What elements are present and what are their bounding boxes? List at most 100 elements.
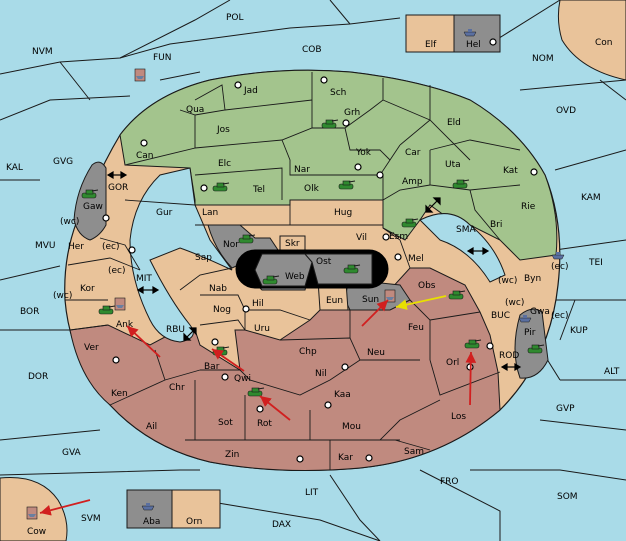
army-icon [464, 339, 482, 349]
army-icon [212, 182, 230, 192]
label-eld: Eld [447, 118, 461, 128]
label-coast-ec2: (ec) [108, 266, 126, 276]
label-amp: Amp [402, 177, 423, 187]
army-icon [238, 234, 256, 244]
label-uru: Uru [254, 324, 270, 334]
fleets [26, 29, 565, 520]
region-con[interactable] [557, 0, 626, 81]
army-icon [338, 180, 356, 190]
label-nil: Nil [315, 369, 327, 379]
inner-sea [129, 167, 233, 343]
label-lit: LIT [305, 488, 319, 498]
label-vil: Vil [356, 233, 367, 243]
army-icon [343, 264, 361, 274]
label-esm: Esm [389, 232, 408, 242]
label-sma: SMA [456, 225, 476, 235]
label-nom: NOM [532, 54, 554, 64]
label-feu: Feu [408, 323, 424, 333]
label-kor: Kor [80, 284, 95, 294]
label-can: Can [136, 151, 154, 161]
army-icon [81, 189, 99, 199]
coast-labels: (wc) (ec) (ec) (wc) (wc) (ec) (ec) (wc) [53, 217, 569, 321]
label-kal: KAL [6, 163, 23, 173]
label-aba: Aba [143, 517, 160, 527]
label-nor: Nor [223, 240, 239, 250]
supply-centers [102, 38, 538, 463]
label-los: Los [451, 412, 466, 422]
label-ver: Ver [84, 343, 99, 353]
label-gvp: GVP [556, 404, 575, 414]
label-gor: GOR [108, 183, 128, 193]
army-icon [448, 290, 466, 300]
label-gaw: Gaw [83, 202, 103, 212]
region-gaw[interactable] [73, 161, 107, 241]
label-coast-wc2: (wc) [53, 291, 72, 301]
region-nor[interactable] [207, 224, 279, 269]
army-icon [452, 179, 470, 189]
fleet-icon [384, 289, 396, 303]
label-dax: DAX [272, 520, 291, 530]
label-gva: GVA [62, 448, 82, 458]
label-pol: POL [226, 13, 244, 23]
label-obs: Obs [418, 281, 436, 291]
label-sch: Sch [330, 88, 346, 98]
label-coast-ec3: (ec) [551, 262, 569, 272]
label-eun: Eun [326, 296, 343, 306]
label-rot: Rot [257, 419, 272, 429]
fleet-icon [551, 252, 565, 260]
region-hel[interactable] [453, 14, 501, 53]
label-sam: Sam [404, 447, 424, 457]
army-icon [262, 275, 280, 285]
label-gwa: Gwa [530, 307, 550, 317]
label-grh: Grh [344, 108, 360, 118]
army-icon [98, 305, 116, 315]
label-olk: Olk [304, 184, 320, 194]
label-rbu: RBU [166, 325, 185, 335]
fleet-icon [26, 506, 38, 520]
label-elc: Elc [218, 159, 231, 169]
label-nog: Nog [213, 305, 231, 315]
label-kat: Kat [503, 166, 518, 176]
label-con: Con [595, 38, 613, 48]
fleet-icon [114, 297, 126, 311]
label-kup: KUP [570, 326, 588, 336]
label-skr: Skr [285, 239, 300, 249]
label-rod: ROD [499, 351, 519, 361]
label-hel: Hel [466, 40, 481, 50]
ost-overlay [303, 253, 373, 285]
label-yok: Yok [355, 148, 372, 158]
label-bar: Bar [204, 362, 220, 372]
label-nar: Nar [294, 165, 310, 175]
label-nvm: NVM [32, 47, 53, 57]
label-hil: Hil [252, 299, 264, 309]
region-elf[interactable] [405, 14, 455, 53]
label-bor: BOR [20, 307, 39, 317]
label-jos: Jos [216, 125, 230, 135]
label-ovd: OVD [556, 106, 576, 116]
region-orn[interactable] [171, 489, 221, 529]
label-mvu: MVU [35, 241, 56, 251]
army-icon [527, 344, 545, 354]
label-tel: Tel [252, 185, 265, 195]
label-coast-wc3: (wc) [498, 276, 517, 286]
label-mou: Mou [342, 422, 361, 432]
label-coast-wc1: (wc) [60, 217, 79, 227]
label-som: SOM [557, 492, 578, 502]
label-cow: Cow [27, 527, 46, 537]
label-kam: KAM [581, 193, 601, 203]
label-coast-ec1: (ec) [102, 242, 120, 252]
army-icon [247, 387, 265, 397]
label-lan: Lan [202, 208, 218, 218]
label-orn: Orn [186, 517, 202, 527]
region-pir[interactable] [514, 308, 549, 379]
label-sun: Sun [362, 295, 379, 305]
label-alt: ALT [604, 367, 620, 377]
label-fro: FRO [440, 477, 459, 487]
label-dor: DOR [28, 372, 48, 382]
label-coast-wc4: (wc) [505, 298, 524, 308]
armies [81, 119, 545, 397]
label-uta: Uta [445, 160, 461, 170]
channel-arrows [106, 170, 522, 372]
label-gvg: GVG [53, 157, 73, 167]
label-bri: Bri [490, 220, 502, 230]
